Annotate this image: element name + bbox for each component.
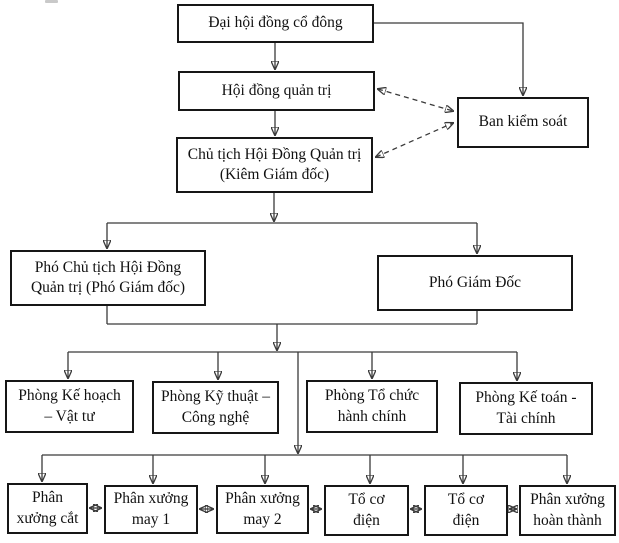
edge-daihoi-bankiemsoat [374, 22, 523, 95]
org-box-phan-xuong-may-2: Phân xưởng may 2 [216, 485, 309, 534]
org-box-chu-tich-hdqt: Chủ tịch Hội Đồng Quản trị (Kiêm Giám đố… [176, 137, 373, 193]
org-box-phong-ky-thuat-cong-nghe: Phòng Kỹ thuật – Công nghệ [152, 381, 279, 434]
org-box-phong-ke-toan-tai-chinh: Phòng Kế toán - Tài chính [459, 382, 593, 435]
org-box-to-co-dien-1: Tổ cơ điện [324, 485, 409, 536]
org-box-ban-kiem-soat: Ban kiểm soát [457, 97, 589, 148]
org-box-phan-xuong-may-1: Phân xưởng may 1 [104, 485, 198, 534]
solid-connectors [42, 22, 567, 483]
edge-hoidong-bankiemsoat [378, 89, 453, 111]
org-box-phan-xuong-cat: Phân xưởng cắt [7, 483, 88, 534]
org-box-phong-ke-hoach-vat-tu: Phòng Kế hoạch – Vật tư [5, 380, 134, 433]
org-box-to-co-dien-2: Tổ cơ điện [424, 485, 508, 536]
two-way-workshop-arrows [90, 508, 516, 509]
org-box-dai-hoi-dong-co-dong: Đại hội đồng cổ đông [177, 4, 374, 43]
org-box-phong-to-chuc-hanh-chinh: Phòng Tổ chức hành chính [306, 380, 438, 433]
dashed-connectors [376, 89, 453, 157]
org-box-pho-giam-doc: Phó Giám Đốc [377, 255, 573, 311]
crop-artifact [45, 0, 58, 3]
org-box-hoi-dong-quan-tri: Hội đồng quản trị [178, 71, 375, 111]
org-box-phan-xuong-hoan-thanh: Phân xưởng hoàn thành [519, 485, 616, 536]
edge-chutich-bankiemsoat [376, 123, 453, 157]
org-box-pho-chu-tich-hdqt: Phó Chủ tịch Hội Đồng Quản trị (Phó Giám… [10, 250, 206, 306]
